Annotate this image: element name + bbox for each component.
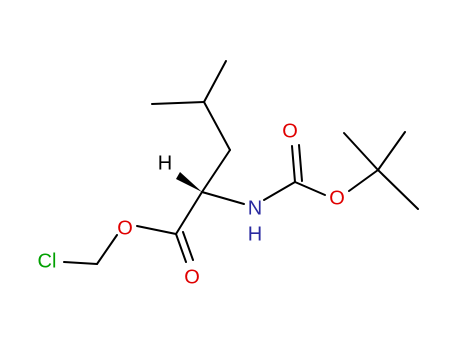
bond-methyl-left (151, 101, 205, 105)
bond-isopropyl-ch2 (203, 101, 231, 151)
bond-ester-c-o-double-1 (175, 233, 187, 263)
bond-alpha-n (201, 191, 245, 205)
chlorine-label: Cl (38, 250, 57, 272)
bond-o-tbu (348, 169, 379, 192)
nitrogen-hydrogen-label: H (248, 223, 262, 245)
bond-ester-c-o-single (136, 225, 177, 235)
bond-tbu-methyl-1 (343, 132, 379, 171)
bond-ester-c-o-double-2 (182, 231, 194, 261)
carbamate-carbonyl-oxygen-label: O (282, 120, 298, 142)
bond-tbu-methyl-2 (377, 131, 406, 171)
bond-carbamate-c-o-single (294, 181, 326, 196)
carbamate-oxygen-label: O (329, 187, 345, 209)
stereo-hydrogen-label: H (158, 152, 172, 174)
bond-carbamate-c-o-double-2 (298, 144, 303, 182)
bond-n-carbamate-c (263, 181, 296, 201)
bond-o-ch2 (96, 234, 118, 265)
bond-methyl-top (203, 60, 227, 103)
bond-ch2-cl (63, 261, 98, 265)
bond-ch2-alpha (201, 149, 231, 193)
nitrogen-label: N (248, 197, 262, 219)
bond-carbamate-c-o-double-1 (291, 145, 296, 183)
ester-carbonyl-oxygen-label: O (184, 266, 200, 288)
bond-tbu-methyl-3 (377, 169, 419, 210)
ester-oxygen-label: O (117, 217, 133, 239)
wedge-bond-h (176, 172, 202, 192)
bond-alpha-ester-c (175, 191, 203, 235)
